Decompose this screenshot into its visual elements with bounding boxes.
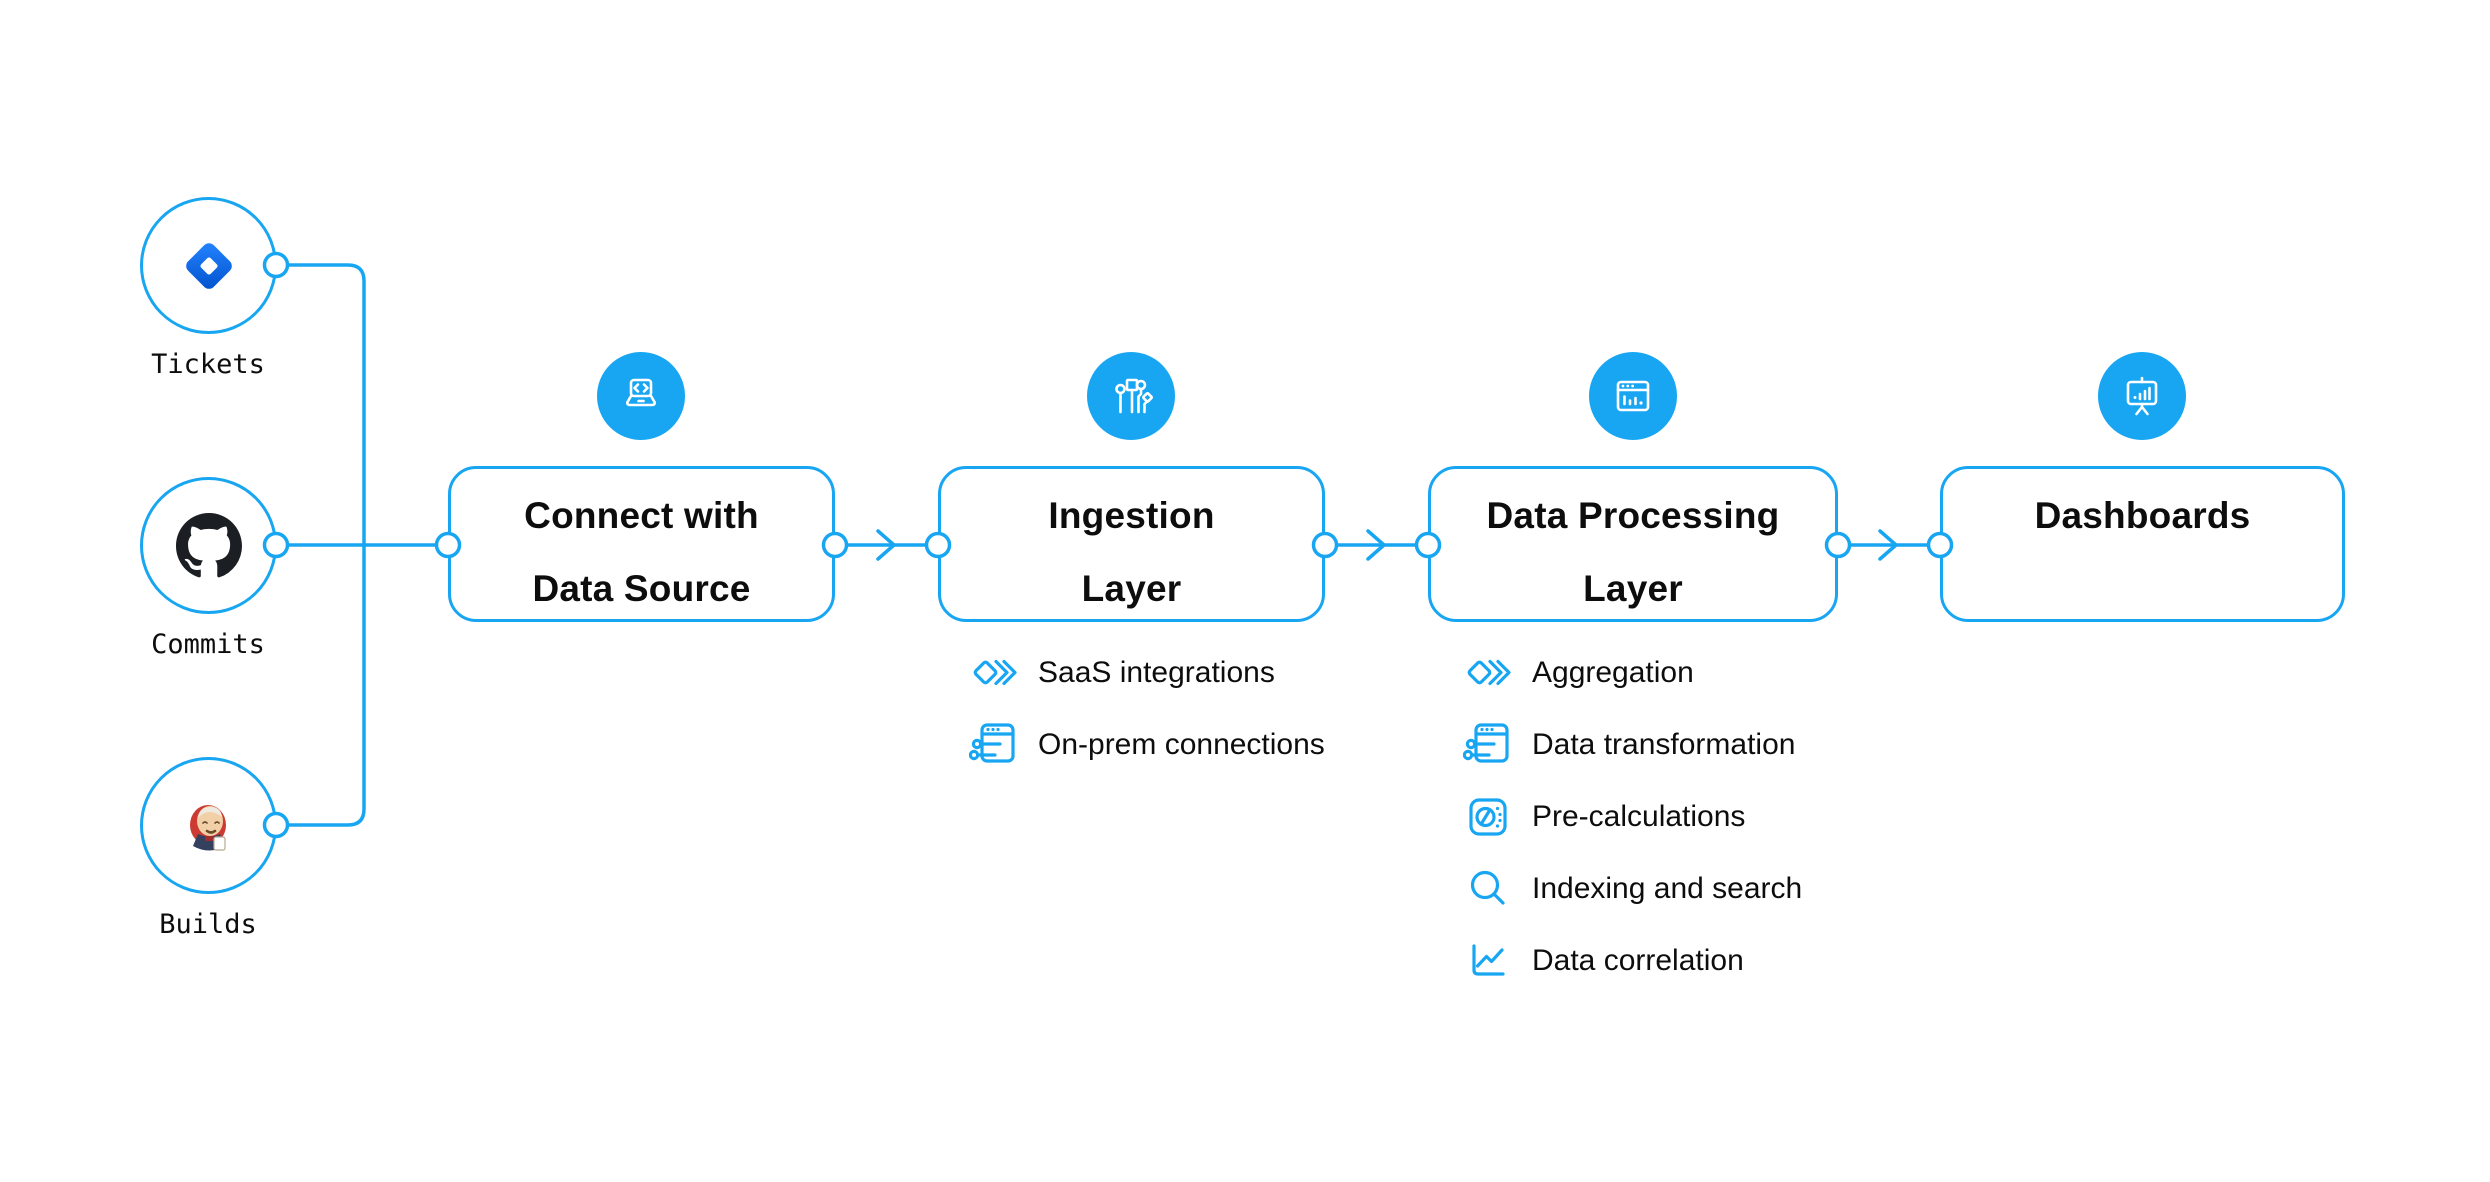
github-icon [175, 512, 242, 577]
jira-icon [185, 242, 232, 289]
circuit-branches-icon [1087, 352, 1175, 440]
gauge-icon [1462, 794, 1514, 840]
feature-label: Pre-calculations [1532, 800, 1746, 833]
stacked-diamonds-icon [1462, 653, 1514, 693]
window-sliders-icon [1462, 720, 1514, 770]
arrowhead-stage3-stage4 [1878, 529, 1898, 561]
window-sliders-icon [968, 720, 1020, 770]
source-label-tickets: Tickets [151, 349, 265, 380]
stage-box-connect-data-source: Connect with Data Source [448, 466, 835, 622]
list-item: Aggregation [1462, 637, 1802, 709]
arrowhead-stage2-stage3 [1366, 529, 1386, 561]
processing-feature-list: Aggregation Data transformation [1462, 637, 1802, 997]
feature-label: On-prem connections [1038, 728, 1325, 761]
arrowhead-stage1-stage2 [876, 529, 896, 561]
ingestion-feature-list: SaaS integrations On-prem connections [968, 637, 1325, 781]
stage-title: Ingestion Layer [1048, 495, 1215, 609]
feature-label: Data transformation [1532, 728, 1796, 761]
window-chart-icon [1589, 352, 1677, 440]
list-item: Data transformation [1462, 709, 1802, 781]
source-node-commits [140, 477, 277, 614]
stacked-diamonds-icon [968, 653, 1020, 693]
feature-label: Indexing and search [1532, 872, 1803, 905]
stage-title: Connect with Data Source [524, 495, 759, 609]
laptop-code-icon [597, 352, 685, 440]
line-chart-icon [1462, 938, 1514, 984]
feature-label: SaaS integrations [1038, 656, 1275, 689]
stage-box-data-processing-layer: Data Processing Layer [1428, 466, 1838, 622]
source-node-builds [140, 757, 277, 894]
stage-box-dashboards: Dashboards [1940, 466, 2345, 622]
list-item: On-prem connections [968, 709, 1325, 781]
source-node-tickets [140, 197, 277, 334]
stage-title: Dashboards [2034, 495, 2251, 536]
presentation-chart-icon [2098, 352, 2186, 440]
source-label-builds: Builds [159, 909, 257, 940]
feature-label: Data correlation [1532, 944, 1744, 977]
list-item: Indexing and search [1462, 853, 1802, 925]
stage-title: Data Processing Layer [1486, 495, 1780, 609]
search-icon [1462, 866, 1514, 912]
feature-label: Aggregation [1532, 656, 1694, 689]
jenkins-icon [189, 804, 226, 851]
source-label-commits: Commits [151, 629, 265, 660]
list-item: SaaS integrations [968, 637, 1325, 709]
stage-box-ingestion-layer: Ingestion Layer [938, 466, 1325, 622]
list-item: Pre-calculations [1462, 781, 1802, 853]
list-item: Data correlation [1462, 925, 1802, 997]
